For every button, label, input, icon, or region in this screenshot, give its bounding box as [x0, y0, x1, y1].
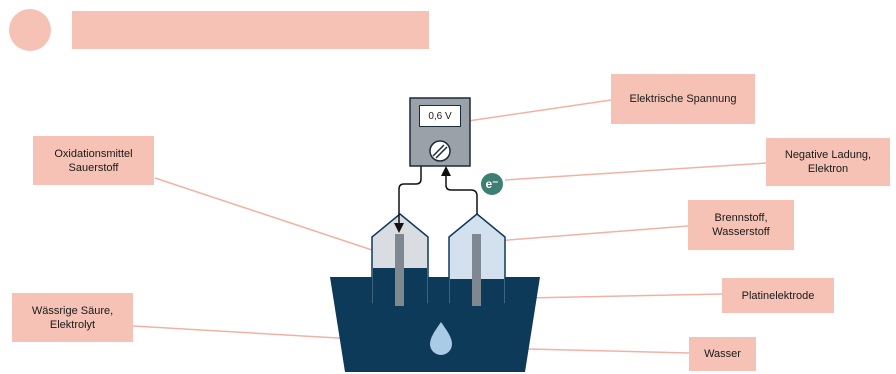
- label-negative-ladung: Negative Ladung, Elektron: [766, 138, 890, 186]
- label-elektrolyt: Wässrige Säure, Elektrolyt: [12, 293, 133, 342]
- leader-line-wasserstoff: [482, 225, 689, 243]
- leader-line-elektrolyt: [132, 325, 373, 341]
- title-circle-icon: [9, 9, 51, 51]
- wire-left: [398, 166, 422, 228]
- water-drop-icon: [430, 322, 452, 355]
- leader-line-spannung: [467, 99, 612, 122]
- wires: [398, 166, 478, 228]
- platinum-electrode-left: [395, 234, 404, 306]
- title-bar: [72, 11, 429, 49]
- label-platinelektrode: Platinelektrode: [722, 278, 834, 313]
- electron-icon: [481, 173, 503, 195]
- platinum-electrode-right: [472, 234, 481, 306]
- leader-line-sauerstoff: [154, 177, 373, 251]
- label-wasser: Wasser: [689, 337, 756, 371]
- label-oxidationsmittel: Oxidationsmittel Sauerstoff: [33, 136, 154, 185]
- electron-symbol: e⁻: [485, 177, 499, 191]
- voltmeter-display: 0,6 V: [419, 105, 461, 127]
- leader-line-elektron: [504, 162, 767, 181]
- voltmeter-dial-icon: [429, 140, 451, 162]
- label-brennstoff: Brennstoff, Wasserstoff: [688, 200, 794, 250]
- arrow-down-icon: [394, 223, 404, 233]
- arrow-up-icon: [441, 166, 451, 176]
- wire-right: [445, 172, 478, 214]
- electrolyte-beaker: [330, 277, 540, 372]
- label-elektrische-spannung: Elektrische Spannung: [611, 74, 755, 124]
